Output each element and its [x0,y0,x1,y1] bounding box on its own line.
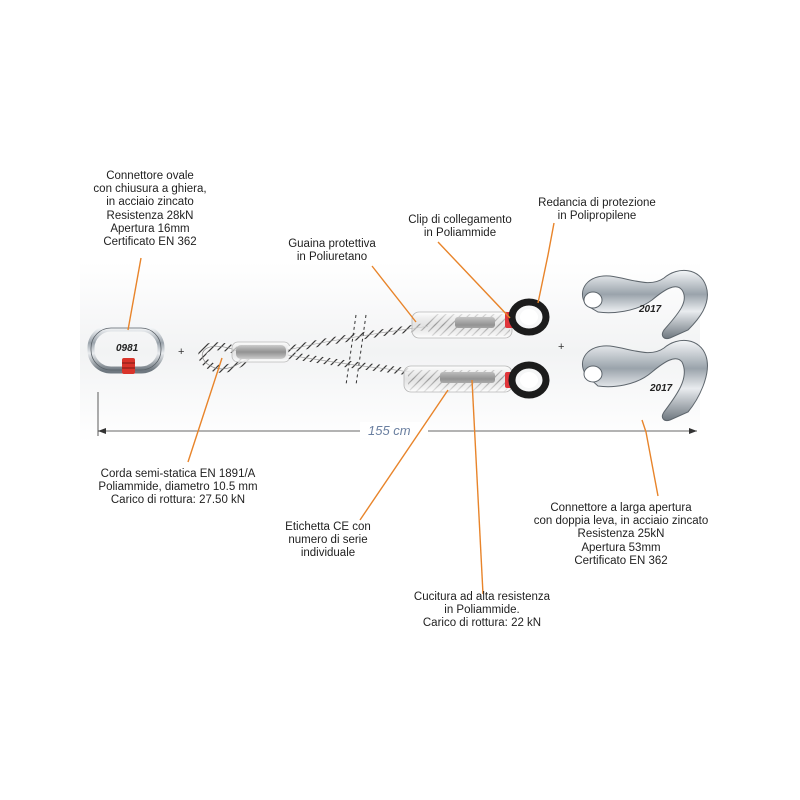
plus-sign-left: + [178,346,184,358]
lower-rope-leg [287,351,411,376]
leader-oval-connector [127,257,142,331]
leader-rope [187,357,223,463]
lower-hook-connector: 2017 [581,340,708,421]
plus-sign-right: + [558,341,564,353]
dimension-label: 155 cm [368,423,411,438]
upper-rope-leg [287,322,431,354]
leader-hook-connector [641,419,659,497]
upper-sheath-assembly [411,298,550,339]
label-thimble: Redancia di protezione in Polipropilene [538,197,656,223]
connector-lock-sleeve [122,358,135,374]
rope-loop [198,341,291,373]
leader-lines [127,222,659,595]
label-rope: Corda semi-statica EN 1891/A Poliammide,… [98,468,258,507]
upper-hook-model: 2017 [638,304,662,315]
lower-hook-model: 2017 [649,383,673,394]
oval-model-number: 0981 [116,343,139,354]
label-hook-connector: Connettore a larga apertura con doppia l… [533,502,709,567]
upper-hook-connector: 2017 [581,270,708,339]
label-clip: Clip di collegamento in Poliammide [408,214,512,240]
upper-thimble [508,298,550,336]
leader-stitching [471,379,484,595]
lower-sheath-assembly [403,361,550,399]
label-sheath: Guaina protettiva in Poliuretano [288,238,376,264]
leader-thimble [537,222,555,304]
oval-connector: 0981 [87,324,165,374]
label-stitching: Cucitura ad alta resistenza in Poliammid… [413,591,551,630]
lower-thimble [508,361,550,399]
leader-sheath [371,265,417,323]
leader-clip [437,241,511,319]
label-oval-connector: Connettore ovale con chiusura a ghiera, … [93,170,207,249]
leader-ce-label [359,389,449,521]
label-ce: Etichetta CE con numero di serie individ… [285,521,371,560]
